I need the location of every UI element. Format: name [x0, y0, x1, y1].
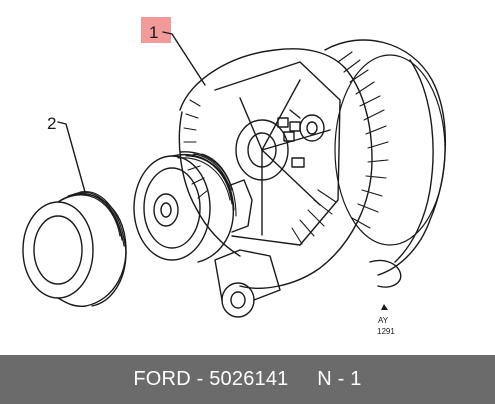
- callout-2: 2: [47, 114, 86, 193]
- caption-brand: FORD: [133, 368, 191, 390]
- corner-mark-number: 1291: [377, 327, 395, 336]
- callout-2-number: 2: [47, 114, 56, 133]
- caption-gap: [288, 368, 317, 391]
- pulley-illustration: [22, 191, 127, 308]
- callout-2-leader: [57, 121, 86, 193]
- caption-part-number: 5026141: [209, 368, 289, 390]
- callout-1-highlight: [141, 17, 171, 43]
- exploded-parts-drawing: 1 2: [22, 17, 447, 336]
- callout-1: 1: [141, 17, 206, 86]
- caption-reference: N - 1: [317, 368, 362, 390]
- corner-mark: AY 1291: [377, 304, 395, 336]
- corner-mark-code: AY: [378, 316, 389, 325]
- caption-separator: -: [190, 368, 210, 390]
- callout-1-leader: [162, 31, 206, 86]
- corner-mark-symbol: [381, 304, 388, 310]
- callout-1-number: 1: [149, 23, 158, 42]
- part-caption-bar: FORD - 5026141 N - 1: [0, 355, 495, 404]
- alternator-illustration: [133, 39, 447, 318]
